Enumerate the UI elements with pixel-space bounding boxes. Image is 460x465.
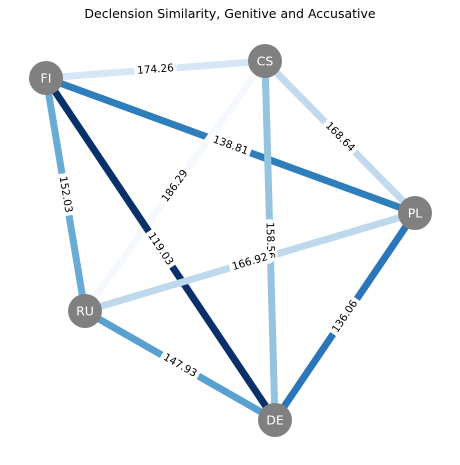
edge-label-background bbox=[55, 172, 76, 217]
node-label: DE bbox=[266, 413, 284, 428]
edge-label-group: 147.93 bbox=[158, 348, 202, 383]
edge-weight-label: 152.03 bbox=[57, 175, 75, 213]
edge-label-background bbox=[156, 164, 194, 208]
edges-layer bbox=[42, 57, 418, 424]
node-circle bbox=[29, 61, 63, 95]
node-circle bbox=[248, 44, 282, 78]
node-cs: CS bbox=[248, 44, 282, 78]
node-label: FI bbox=[41, 71, 52, 86]
node-ru: RU bbox=[68, 294, 102, 328]
edge-label-group: 152.03 bbox=[55, 172, 76, 217]
edge-label-background bbox=[320, 116, 360, 158]
edge-weight-label: 166.92 bbox=[231, 251, 270, 273]
node-label: CS bbox=[257, 54, 274, 69]
edge-weight-label: 138.81 bbox=[211, 134, 250, 158]
edge-label-background bbox=[208, 131, 253, 160]
edge-label-background bbox=[158, 348, 202, 383]
node-pl: PL bbox=[398, 196, 432, 230]
node-label: PL bbox=[408, 206, 423, 221]
node-circle bbox=[398, 196, 432, 230]
node-fi: FI bbox=[29, 61, 63, 95]
node-label: RU bbox=[76, 304, 94, 319]
edge-label-group: 174.26 bbox=[133, 60, 178, 79]
edge-label-group: 136.06 bbox=[327, 295, 363, 338]
edge-weight-label: 168.64 bbox=[323, 120, 358, 155]
edge-weight-label: 119.03 bbox=[145, 230, 175, 267]
edge-label-group: 168.64 bbox=[320, 116, 360, 158]
edge-label-group: 119.03 bbox=[142, 227, 179, 271]
graph-title: Declension Similarity, Genitive and Accu… bbox=[84, 6, 375, 21]
edge-label-group: 186.29 bbox=[156, 164, 194, 208]
edge-weight-label: 136.06 bbox=[330, 298, 361, 335]
node-de: DE bbox=[258, 403, 292, 437]
edge-label-background bbox=[327, 295, 363, 338]
edge-label-background bbox=[133, 60, 178, 79]
edge-label-background bbox=[142, 227, 179, 271]
nodes-layer: FI CS PL RU DE bbox=[29, 44, 432, 437]
edge-weight-label: 186.29 bbox=[159, 168, 190, 205]
edge-label-group: 138.81 bbox=[208, 131, 253, 160]
edge-label-background bbox=[227, 249, 273, 275]
edge-weight-label: 174.26 bbox=[137, 62, 175, 77]
node-circle bbox=[258, 403, 292, 437]
node-circle bbox=[68, 294, 102, 328]
edge-label-group: 166.92 bbox=[227, 249, 273, 275]
